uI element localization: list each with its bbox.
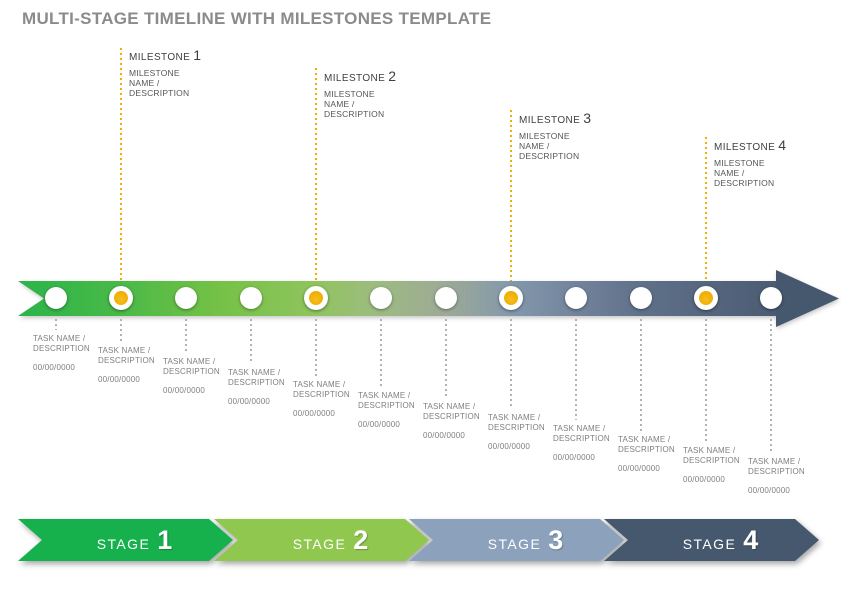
timeline-bar [18, 281, 779, 316]
task-11-dotted-line [705, 319, 707, 442]
task-name: TASK NAME / DESCRIPTION [488, 413, 545, 432]
milestone-2-description: MILESTONE NAME / DESCRIPTION [324, 89, 385, 119]
timeline-node-1 [45, 287, 67, 309]
task-date: 00/00/0000 [488, 442, 531, 451]
milestone-dot-icon [699, 291, 713, 305]
task-2-dotted-line [120, 319, 122, 342]
task-1-label: TASK NAME / DESCRIPTION 00/00/0000 [33, 334, 101, 373]
milestone-3-description: MILESTONE NAME / DESCRIPTION [519, 131, 580, 161]
milestone-3-dotted-line [510, 110, 512, 286]
task-3-dotted-line [185, 319, 187, 353]
timeline-node-10 [630, 287, 652, 309]
task-6-dotted-line [380, 319, 382, 387]
task-9-dotted-line [575, 319, 577, 420]
milestone-2-dotted-line [315, 68, 317, 286]
task-name: TASK NAME / DESCRIPTION [98, 346, 155, 365]
milestone-1-dotted-line [120, 48, 122, 286]
task-7-label: TASK NAME / DESCRIPTION 00/00/0000 [423, 402, 491, 441]
task-date: 00/00/0000 [683, 475, 726, 484]
task-date: 00/00/0000 [293, 409, 336, 418]
timeline-node-9 [565, 287, 587, 309]
task-date: 00/00/0000 [33, 363, 76, 372]
task-date: 00/00/0000 [163, 386, 206, 395]
milestone-4-description: MILESTONE NAME / DESCRIPTION [714, 158, 775, 188]
task-6-label: TASK NAME / DESCRIPTION 00/00/0000 [358, 391, 426, 430]
task-7-dotted-line [445, 319, 447, 398]
task-date: 00/00/0000 [98, 375, 141, 384]
task-12-label: TASK NAME / DESCRIPTION 00/00/0000 [748, 457, 816, 496]
task-2-label: TASK NAME / DESCRIPTION 00/00/0000 [98, 346, 166, 385]
milestone-marker-4 [694, 286, 718, 310]
milestone-dot-icon [114, 291, 128, 305]
task-5-label: TASK NAME / DESCRIPTION 00/00/0000 [293, 380, 361, 419]
task-8-label: TASK NAME / DESCRIPTION 00/00/0000 [488, 413, 556, 452]
task-10-label: TASK NAME / DESCRIPTION 00/00/0000 [618, 435, 686, 474]
task-name: TASK NAME / DESCRIPTION [33, 334, 90, 353]
task-name: TASK NAME / DESCRIPTION [163, 357, 220, 376]
task-name: TASK NAME / DESCRIPTION [553, 424, 610, 443]
task-name: TASK NAME / DESCRIPTION [683, 446, 740, 465]
task-4-label: TASK NAME / DESCRIPTION 00/00/0000 [228, 368, 296, 407]
task-date: 00/00/0000 [423, 431, 466, 440]
milestone-marker-2 [304, 286, 328, 310]
task-date: 00/00/0000 [618, 464, 661, 473]
task-5-dotted-line [315, 319, 317, 376]
task-name: TASK NAME / DESCRIPTION [358, 391, 415, 410]
task-3-label: TASK NAME / DESCRIPTION 00/00/0000 [163, 357, 231, 396]
task-date: 00/00/0000 [358, 420, 401, 429]
task-name: TASK NAME / DESCRIPTION [228, 368, 285, 387]
milestone-4-dotted-line [705, 137, 707, 286]
milestone-1-description: MILESTONE NAME / DESCRIPTION [129, 68, 190, 98]
milestone-marker-1 [109, 286, 133, 310]
timeline-node-4 [240, 287, 262, 309]
page-title: MULTI-STAGE TIMELINE WITH MILESTONES TEM… [22, 9, 492, 28]
timeline-node-3 [175, 287, 197, 309]
task-10-dotted-line [640, 319, 642, 431]
task-name: TASK NAME / DESCRIPTION [748, 457, 805, 476]
task-date: 00/00/0000 [748, 486, 791, 495]
timeline-node-6 [370, 287, 392, 309]
task-4-dotted-line [250, 319, 252, 364]
task-date: 00/00/0000 [228, 397, 271, 406]
task-name: TASK NAME / DESCRIPTION [423, 402, 480, 421]
milestone-dot-icon [504, 291, 518, 305]
task-11-label: TASK NAME / DESCRIPTION 00/00/0000 [683, 446, 751, 485]
task-name: TASK NAME / DESCRIPTION [293, 380, 350, 399]
task-name: TASK NAME / DESCRIPTION [618, 435, 675, 454]
task-8-dotted-line [510, 319, 512, 409]
task-1-dotted-line [55, 319, 57, 330]
timeline-node-12 [760, 287, 782, 309]
milestone-dot-icon [309, 291, 323, 305]
task-9-label: TASK NAME / DESCRIPTION 00/00/0000 [553, 424, 621, 463]
task-12-dotted-line [770, 319, 772, 453]
timeline-node-7 [435, 287, 457, 309]
task-date: 00/00/0000 [553, 453, 596, 462]
milestone-marker-3 [499, 286, 523, 310]
